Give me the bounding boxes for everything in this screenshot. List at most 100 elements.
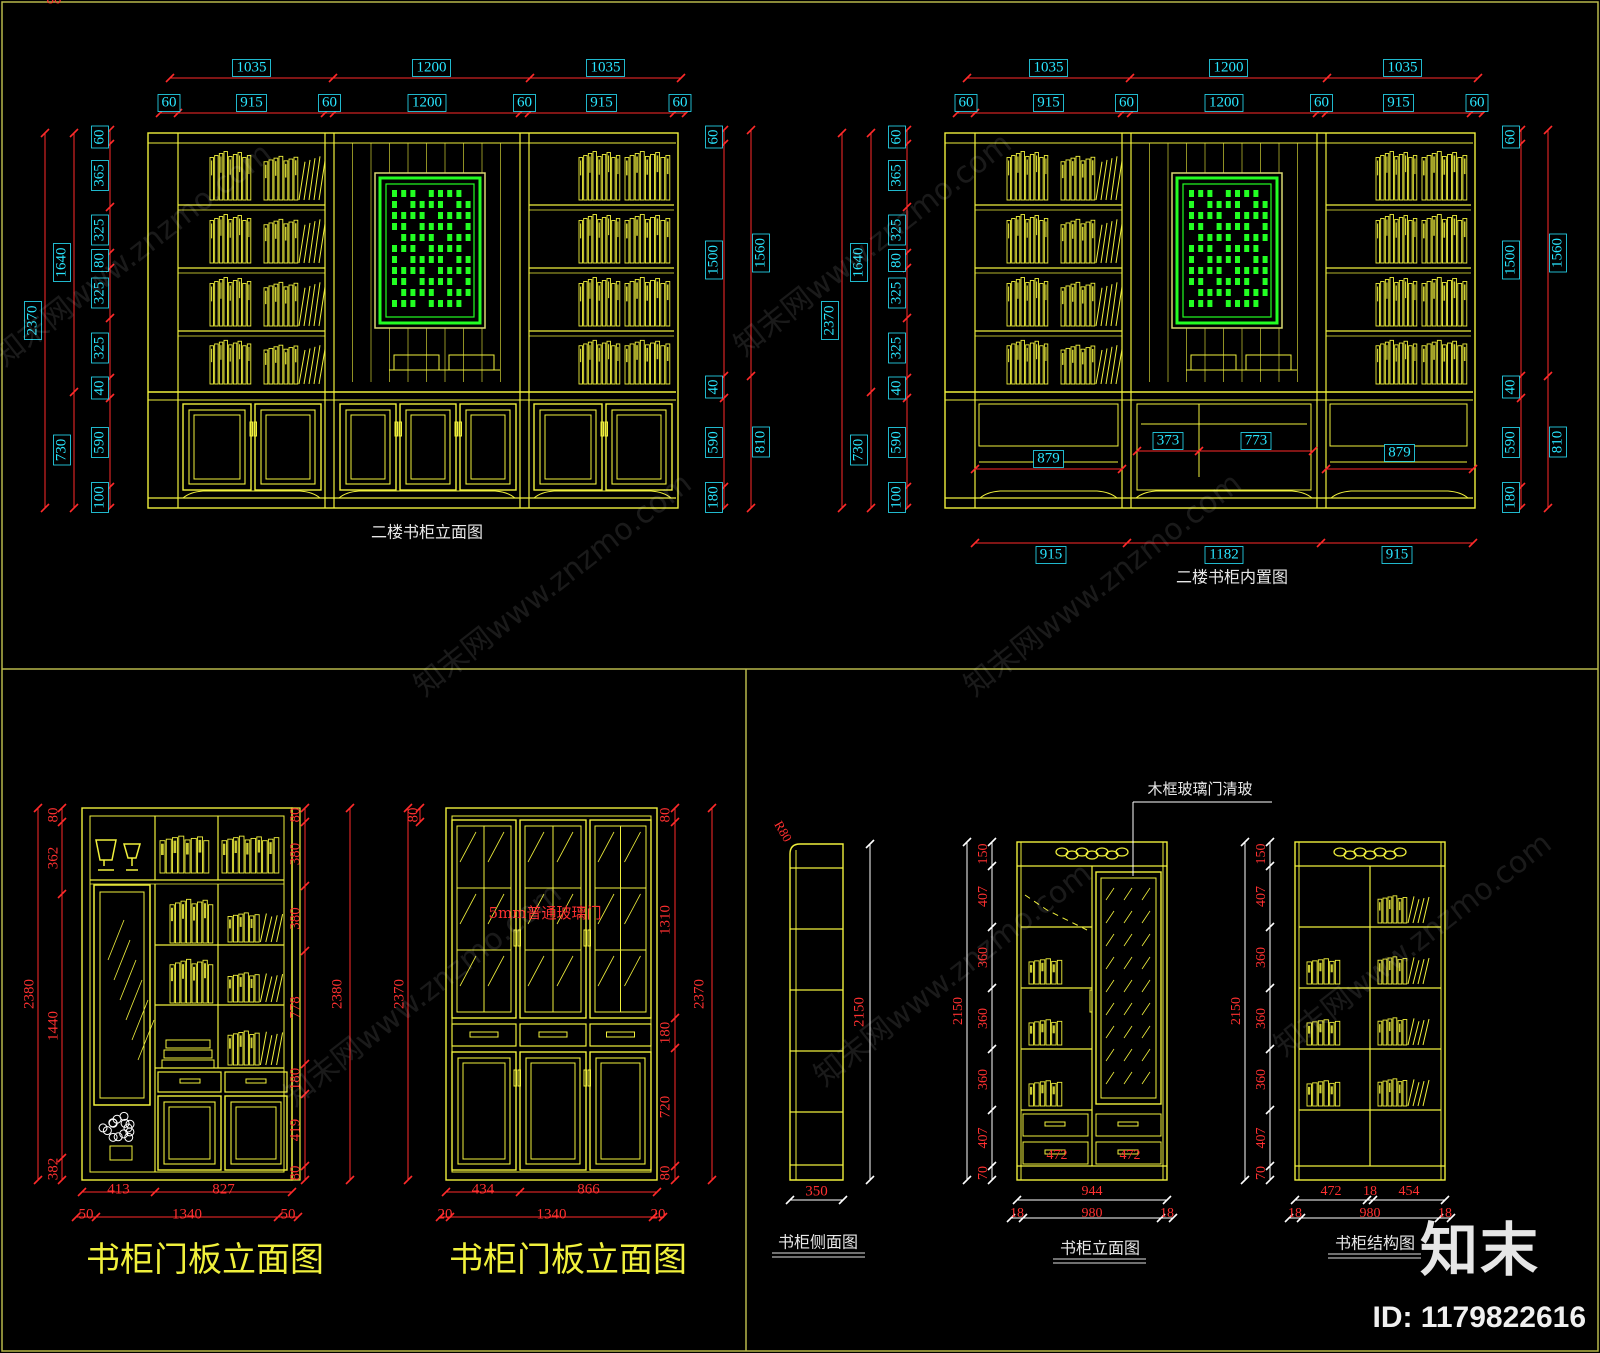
dimension-tick	[1162, 1195, 1172, 1205]
glass-hatch	[459, 893, 477, 925]
calligraphy-glyph	[401, 190, 407, 197]
book-spine	[650, 342, 655, 385]
door-panel-outer	[230, 1101, 282, 1165]
calligraphy-glyph	[1189, 212, 1194, 219]
book-spine	[1436, 277, 1442, 327]
book-fill	[1423, 286, 1425, 302]
door-handle	[587, 929, 591, 947]
glass-hatch	[527, 831, 545, 863]
dimension-tick	[1368, 1195, 1378, 1205]
book-spine	[1398, 342, 1404, 385]
book-spine	[1431, 279, 1437, 327]
book-spine	[237, 215, 242, 264]
book-spine	[1402, 958, 1408, 985]
cabinet-outline	[147, 132, 679, 509]
dimension-tick	[525, 73, 535, 83]
book-fill	[1423, 348, 1425, 363]
dimension-label: 2370	[691, 979, 707, 1009]
brand-logo: 知末	[1419, 1216, 1540, 1284]
book-spine	[1329, 960, 1335, 985]
dimension-tick	[105, 313, 115, 323]
calligraphy-glyph	[438, 256, 443, 263]
book-spine	[186, 958, 192, 1004]
book-spine	[283, 223, 289, 264]
book-fill	[580, 348, 582, 363]
book-spine	[1039, 220, 1044, 264]
book-fill	[1386, 282, 1388, 299]
dimension-label: 60	[888, 130, 904, 145]
book-spine	[1417, 958, 1425, 985]
dimension-label: 1440	[45, 1011, 61, 1041]
dimension-label: 454	[1399, 1184, 1420, 1199]
book-spine	[1389, 339, 1394, 385]
book-spine	[1408, 220, 1413, 264]
book-spine	[293, 282, 299, 327]
book-spine	[313, 345, 321, 385]
book-spine	[209, 345, 214, 385]
dimension-label: 944	[1082, 1184, 1103, 1199]
book-fill	[1308, 1025, 1311, 1034]
calligraphy-glyph	[1262, 201, 1268, 208]
dimension-tick	[1240, 837, 1250, 847]
cabinet-outline	[1294, 841, 1446, 1181]
book-fill	[1405, 281, 1407, 299]
book-fill	[580, 223, 582, 239]
calligraphy-glyph	[419, 256, 425, 263]
calligraphy-glyph	[1262, 234, 1268, 241]
dimension-label: 1035	[1034, 59, 1064, 75]
book-spine	[1394, 156, 1399, 201]
book-fill	[239, 977, 242, 987]
book-spine	[1334, 1020, 1341, 1046]
book-spine	[1452, 215, 1458, 264]
book-fill	[636, 345, 638, 360]
cabinet-door	[519, 1051, 587, 1171]
book-spine	[1412, 343, 1418, 385]
book-spine	[1115, 223, 1123, 264]
calligraphy-glyph	[428, 300, 434, 307]
book-spine	[611, 283, 616, 327]
glass-hatch	[107, 919, 125, 961]
book-fill	[617, 221, 619, 238]
trophy-icon	[123, 843, 141, 871]
book-fill	[1062, 164, 1064, 179]
book-spine	[1011, 281, 1016, 327]
calligraphy-glyph	[1198, 234, 1204, 241]
book-spine	[208, 904, 214, 944]
book-spine	[1441, 219, 1447, 264]
book-spine	[1334, 1081, 1341, 1107]
cabinet-door	[533, 403, 603, 491]
book-spine	[288, 347, 294, 385]
dimension-label-box	[1502, 240, 1520, 280]
glass-hatch	[1141, 979, 1151, 993]
dimension-label-box	[752, 426, 770, 458]
dimension-tick	[658, 1212, 668, 1222]
book-fill	[1443, 159, 1446, 175]
book-spine	[308, 284, 316, 327]
book-spine	[634, 216, 640, 264]
dimension-label: 407	[1254, 886, 1269, 907]
side-post	[291, 807, 301, 1181]
dimension-label-box	[236, 94, 267, 112]
book-spine	[1006, 283, 1011, 327]
glass-hatch	[1141, 1071, 1151, 1085]
book-spine	[197, 836, 204, 874]
book-spine	[232, 280, 238, 327]
book-spine	[1422, 1079, 1430, 1107]
glass-hatch	[1141, 1002, 1151, 1016]
calligraphy-glyph	[1262, 267, 1268, 274]
dimension-tick	[33, 803, 43, 813]
drawer	[1095, 1141, 1162, 1165]
book-spine	[597, 156, 602, 201]
dimension-tick	[105, 202, 115, 212]
book-spine	[644, 156, 650, 201]
book-spine	[1412, 1082, 1420, 1107]
book-fill	[1026, 222, 1028, 238]
calligraphy-glyph	[401, 223, 407, 230]
book-spine	[278, 281, 284, 327]
dimension-label: 60	[322, 94, 337, 110]
glass-hatch	[1123, 956, 1133, 970]
glass-hatch	[1105, 956, 1115, 970]
book-stack	[165, 1039, 211, 1049]
book-spine	[650, 154, 655, 201]
book-fill	[1052, 1025, 1055, 1034]
